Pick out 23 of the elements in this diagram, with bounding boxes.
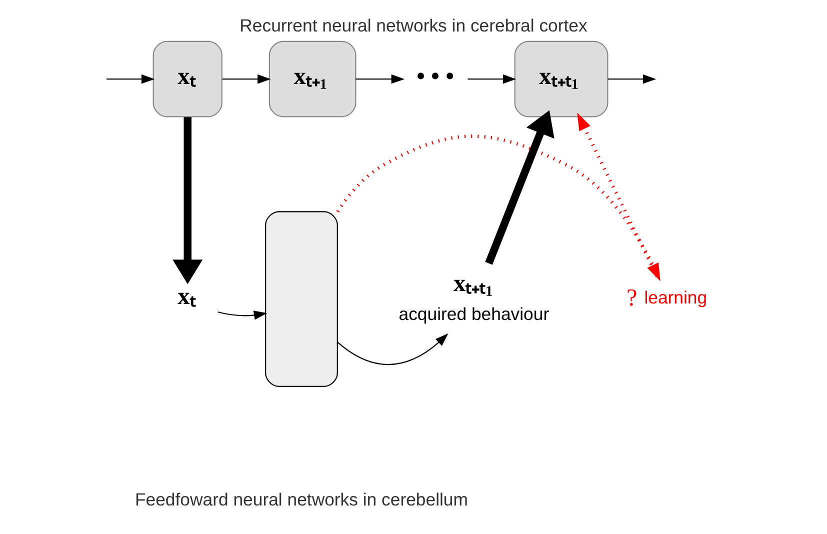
node-text: xₜ bbox=[178, 283, 196, 310]
arrow bbox=[106, 74, 155, 84]
node-box bbox=[265, 211, 338, 387]
arrow bbox=[336, 134, 660, 282]
node-box: xₜ bbox=[152, 40, 222, 118]
arrow bbox=[468, 74, 516, 84]
arrow bbox=[485, 110, 554, 265]
arrow bbox=[608, 74, 656, 84]
node-box: xₜ₊₁ bbox=[268, 40, 356, 118]
diagram-title: Recurrent neural networks in cerebral cortex bbox=[240, 15, 588, 36]
arrow bbox=[337, 333, 448, 366]
node-text: • • • bbox=[416, 63, 454, 90]
arrow bbox=[218, 310, 268, 320]
node-text: ? bbox=[626, 284, 638, 312]
node-text: xₜ₊ₜ₁ bbox=[453, 270, 493, 297]
arrow bbox=[577, 112, 659, 278]
arrow bbox=[172, 117, 203, 284]
node-box: xₜ₊ₜ₁ bbox=[514, 40, 608, 118]
caption: Feedfoward neural networks in cerebellum bbox=[134, 490, 468, 510]
node-label: learning bbox=[644, 287, 708, 308]
arrow bbox=[356, 74, 405, 84]
node-label: acquired behaviour bbox=[398, 304, 550, 324]
arrow bbox=[222, 74, 271, 84]
